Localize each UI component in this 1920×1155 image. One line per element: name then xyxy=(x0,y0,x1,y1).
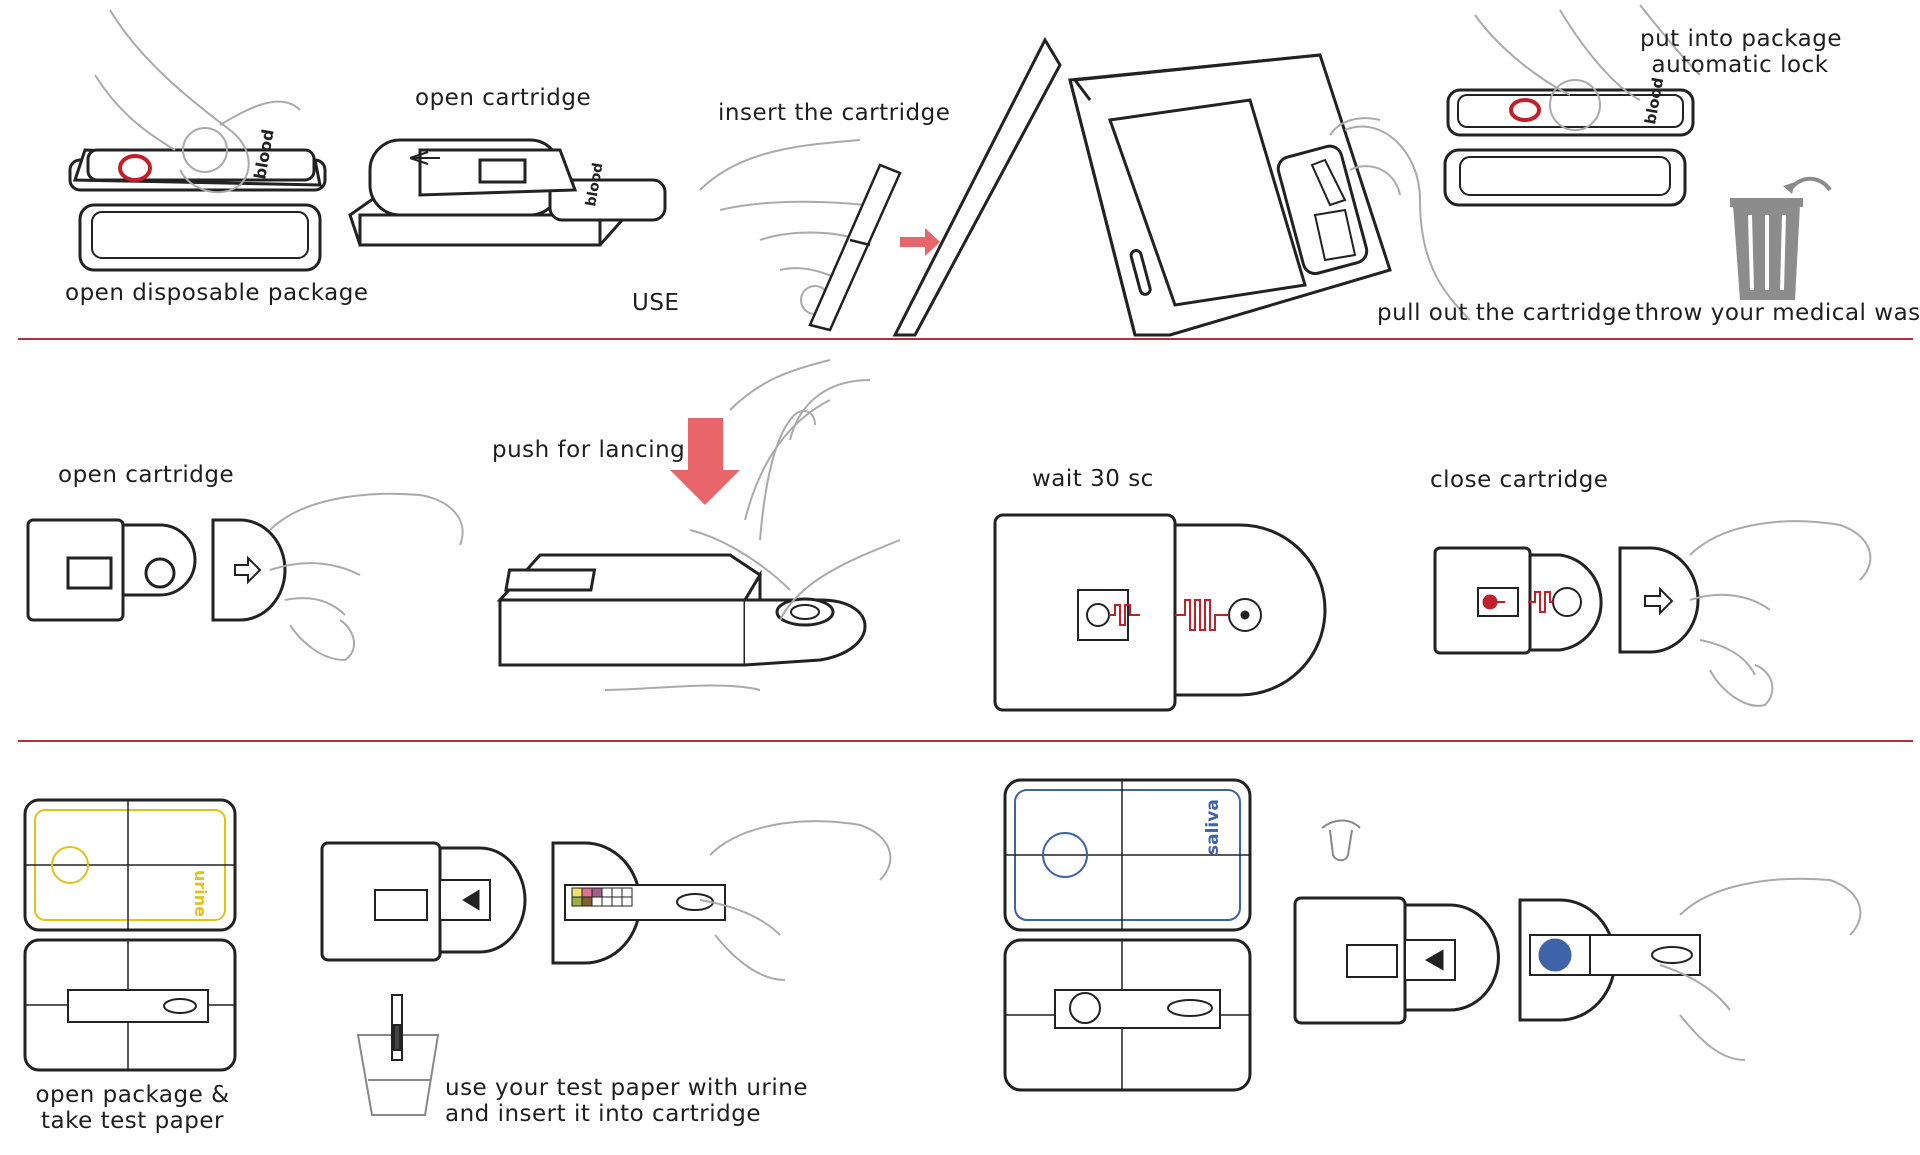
insert-arrow xyxy=(900,228,940,256)
hand-lancing xyxy=(604,359,901,691)
cartridge-open-topview xyxy=(26,518,287,622)
hand-step5 xyxy=(1475,5,1701,131)
hand-step1 xyxy=(94,9,301,194)
label-open-cartridge-row1: open cartridge xyxy=(415,85,592,111)
label-open-package-line1: open package & xyxy=(35,1082,230,1108)
hand-row2-step1 xyxy=(269,492,464,662)
urine-package: urine xyxy=(23,798,237,1072)
label-push-for-lancing: push for lancing xyxy=(492,437,686,463)
label-put-into-package-line2: automatic lock xyxy=(1651,52,1829,78)
row-divider-1 xyxy=(18,338,1913,340)
cartridge-open-illustration: blood xyxy=(348,138,667,247)
package-word-saliva: saliva xyxy=(1203,799,1223,855)
label-use: USE xyxy=(632,290,680,316)
label-use-test-paper-line1: use your test paper with urine xyxy=(445,1075,808,1101)
label-wait-30-sc: wait 30 sc xyxy=(1032,466,1154,492)
hand-close-cartridge xyxy=(1689,520,1872,707)
saliva-cartridge xyxy=(1293,896,1701,1025)
push-down-arrow xyxy=(670,418,740,505)
label-open-disposable-package: open disposable package xyxy=(65,280,369,306)
label-use-test-paper: use your test paper with urine and inser… xyxy=(445,1075,808,1127)
package-open-illustration: blood xyxy=(68,128,327,272)
urine-cartridge xyxy=(320,841,726,965)
cartridge-closing xyxy=(1433,546,1700,655)
label-pull-out-cartridge: pull out the cartridge xyxy=(1377,300,1632,326)
label-open-package-take-paper: open package & take test paper xyxy=(20,1082,245,1134)
label-use-test-paper-line2: and insert it into cartridge xyxy=(445,1101,761,1127)
label-open-cartridge-row2: open cartridge xyxy=(58,462,235,488)
hand-urine xyxy=(699,820,892,981)
cartridge-waiting xyxy=(993,513,1327,712)
saliva-tube-icon xyxy=(1321,819,1361,862)
urine-cup xyxy=(356,994,440,1116)
label-put-into-package: put into package automatic lock xyxy=(1640,26,1842,78)
package-word-urine: urine xyxy=(191,870,210,917)
cartridge-strip xyxy=(808,163,902,332)
package-lock-illustration: blood xyxy=(1443,76,1695,207)
hand-pull-cartridge xyxy=(1329,117,1471,321)
label-throw-medical-waste: throw your medical waste xyxy=(1635,300,1920,326)
reader-device xyxy=(892,36,1392,337)
row-divider-2 xyxy=(18,740,1913,742)
label-close-cartridge: close cartridge xyxy=(1430,467,1609,493)
svg-text:blood: blood xyxy=(583,162,606,208)
lancing-device xyxy=(496,553,867,667)
trash-bin-icon xyxy=(1730,176,1832,300)
hand-saliva xyxy=(1659,877,1862,1061)
saliva-package: saliva xyxy=(1003,778,1252,1092)
label-put-into-package-line1: put into package xyxy=(1640,26,1842,52)
label-insert-cartridge: insert the cartridge xyxy=(718,100,951,126)
label-open-package-line2: take test paper xyxy=(41,1108,224,1134)
